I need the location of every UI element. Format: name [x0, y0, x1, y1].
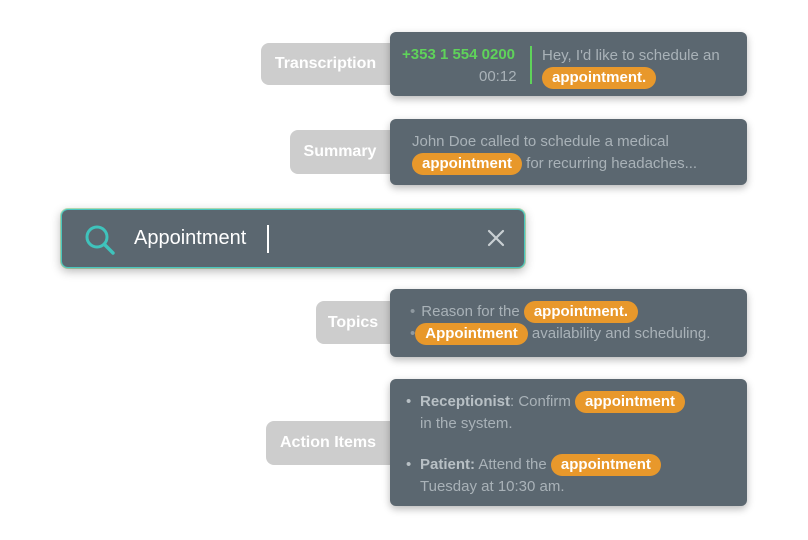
summary-post: for recurring headaches... [526, 155, 698, 172]
bullet-dot: • [406, 393, 412, 410]
summary-text: John Doe called to schedule a medical ap… [412, 131, 742, 175]
text-caret [267, 225, 269, 253]
bullet-dot: • [410, 325, 416, 342]
action-role: Patient: [420, 456, 476, 473]
search-bar[interactable]: Appointment [61, 209, 525, 268]
action-text: Attend the [478, 456, 547, 473]
topic-item: • Reason for the appointment. [410, 301, 639, 323]
action-item: • Receptionist: Confirm appointment in t… [406, 391, 740, 435]
label-transcription: Transcription [261, 43, 390, 85]
close-icon[interactable] [486, 228, 506, 248]
transcription-card: +353 1 554 0200 00:12 Hey, I'd like to s… [390, 32, 747, 96]
topics-card: •Reason for the appointment. •Appointmen… [390, 289, 747, 357]
bullet-dot: • [406, 456, 412, 473]
action-post: Tuesday at 10:30 am. [420, 478, 565, 495]
action-role: Receptionist [420, 393, 511, 410]
action-items-card: • Receptionist: Confirm appointment in t… [390, 379, 747, 506]
highlight-match: appointment. [542, 67, 657, 89]
transcript-text: Hey, I'd like to schedule an [542, 47, 720, 64]
topic-item: •Appointment availability and scheduling… [410, 323, 710, 345]
transcript-message: Hey, I'd like to schedule an appointment… [542, 45, 720, 89]
topic-post: availability and scheduling. [531, 325, 711, 342]
transcript-timestamp: 00:12 [479, 68, 517, 85]
action-text: : Confirm [510, 393, 571, 410]
highlight-match: Appointment [415, 323, 528, 345]
search-icon [85, 225, 115, 255]
highlight-match: appointment [412, 153, 522, 175]
action-item: • Patient: Attend the appointment Tuesda… [406, 454, 740, 498]
highlight-match: appointment [550, 454, 661, 476]
speaker-divider [530, 46, 532, 84]
bullet-dot: • [410, 303, 416, 320]
caller-phone-number: +353 1 554 0200 [402, 46, 516, 63]
label-action-items: Action Items [266, 421, 390, 465]
action-post: in the system. [420, 415, 513, 432]
search-input[interactable]: Appointment [134, 227, 247, 249]
highlight-match: appointment [575, 391, 686, 413]
label-topics: Topics [316, 301, 390, 344]
highlight-match: appointment. [523, 301, 639, 323]
summary-pre: John Doe called to schedule a medical [412, 133, 669, 150]
topic-pre: Reason for the [421, 303, 520, 320]
summary-card: John Doe called to schedule a medical ap… [390, 119, 747, 185]
label-summary: Summary [290, 130, 390, 174]
